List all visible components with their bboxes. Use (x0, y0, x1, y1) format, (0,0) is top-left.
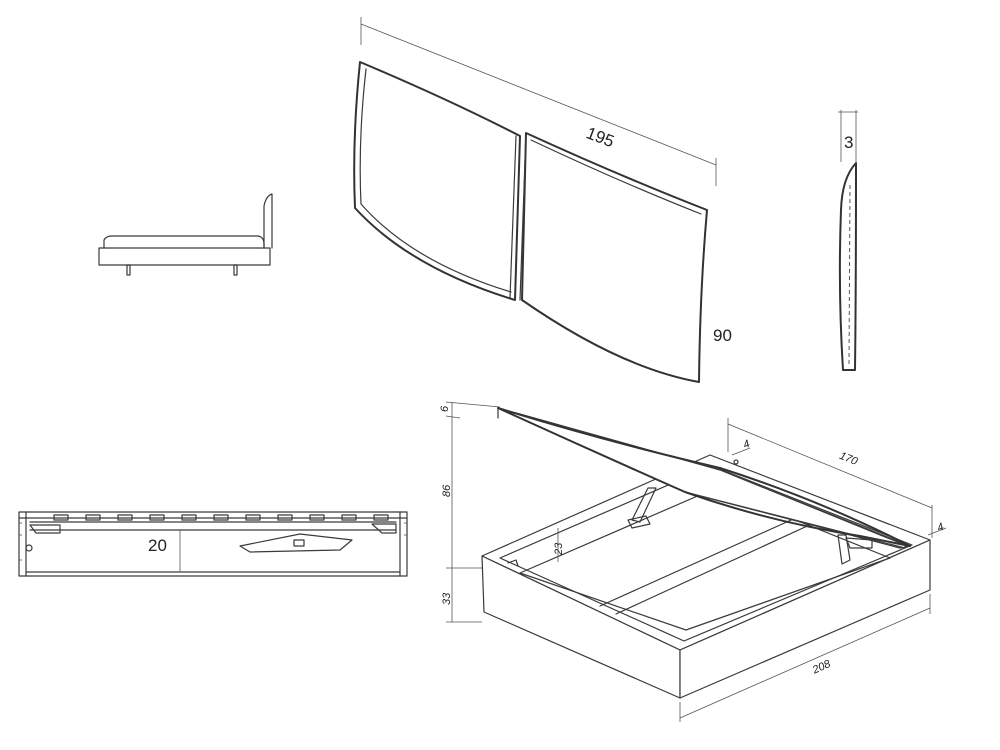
headboard-thickness-label: 3 (844, 133, 853, 152)
gap-label-b: 4 (936, 521, 946, 534)
width-label: 170 (838, 450, 860, 468)
headboard-width-label: 195 (584, 123, 617, 151)
headboard-side-profile: 3 (838, 110, 858, 371)
base-height-label: 33 (441, 592, 453, 605)
bed-side-view (98, 193, 273, 276)
headboard-height-label: 90 (713, 326, 732, 345)
slats (53, 514, 389, 521)
storage-base-isometric: 6 86 33 23 170 4 4 (439, 401, 947, 722)
lid-thickness-label: 6 (439, 405, 451, 412)
length-label: 208 (810, 658, 833, 677)
inner-depth-label: 23 (553, 542, 565, 556)
base-cross-section: 20 (18, 511, 408, 577)
headboard-front-view: 195 90 (353, 17, 732, 383)
gap-label-a: 4 (742, 438, 752, 451)
section-height-label: 20 (148, 536, 167, 555)
open-height-label: 86 (441, 484, 453, 497)
